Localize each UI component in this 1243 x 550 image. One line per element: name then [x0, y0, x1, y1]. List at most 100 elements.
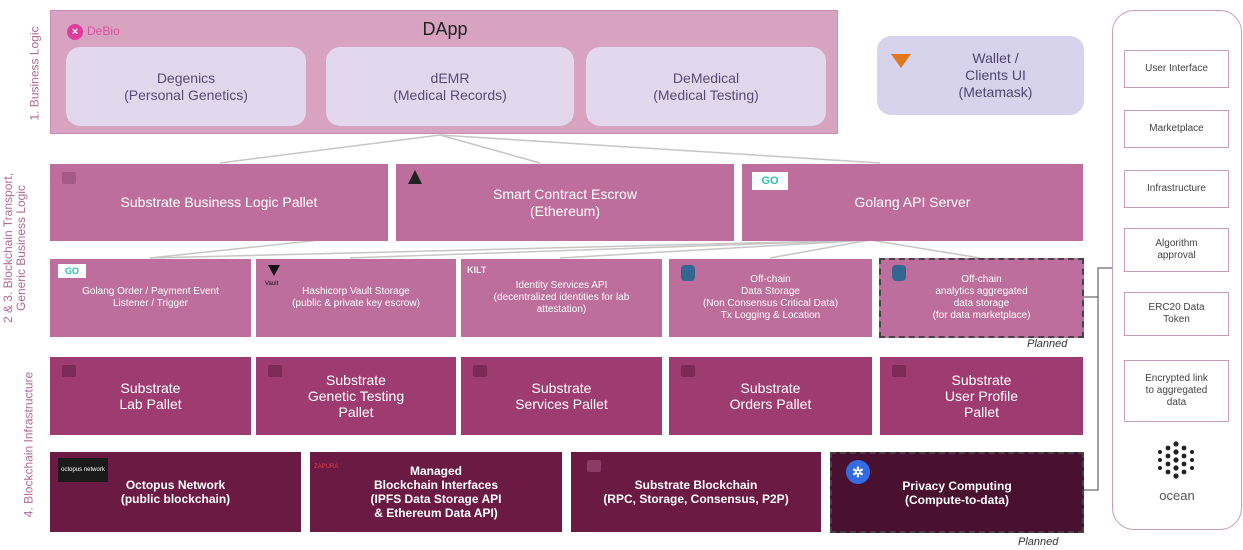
hashicorp-vault-storage: Vault Hashicorp Vault Storage (public & …	[256, 259, 456, 337]
box-line: Tx Logging & Location	[720, 310, 821, 321]
golang-event-listener: GO Golang Order / Payment Event Listener…	[50, 259, 251, 337]
box-line: Substrate	[326, 372, 386, 388]
wallet-line3: (Metamask)	[958, 84, 1033, 100]
dapp-panel: × DeBio DApp Degenics (Personal Genetics…	[50, 10, 838, 134]
smart-contract-escrow: Smart Contract Escrow (Ethereum)	[396, 164, 734, 241]
box-line: (decentralized identities for lab	[493, 292, 630, 303]
substrate-icon	[587, 460, 601, 472]
postgresql-icon	[892, 265, 906, 281]
ocean-logo-icon	[1158, 441, 1194, 479]
ocean-brand-text: ocean	[1159, 488, 1195, 503]
ocean-item-line: Marketplace	[1149, 123, 1204, 134]
ethereum-icon	[408, 170, 422, 184]
box-line: User Profile	[944, 388, 1019, 404]
box-line: Octopus Network	[125, 478, 226, 492]
ocean-item-marketplace: Marketplace	[1124, 110, 1229, 148]
ocean-item-line: Algorithm	[1155, 238, 1198, 249]
box-line: (Non Consensus Critical Data)	[702, 298, 839, 309]
box-line: Substrate Blockchain	[634, 478, 758, 492]
substrate-blockchain: Substrate Blockchain (RPC, Storage, Cons…	[571, 452, 821, 532]
ocean-item-line: Encrypted link	[1145, 373, 1208, 384]
ocean-item-line: ERC20 Data	[1148, 302, 1205, 313]
box-line: (IPFS Data Storage API	[370, 492, 502, 506]
substrate-genetic-testing-pallet: Substrate Genetic Testing Pallet	[256, 357, 456, 435]
ocean-item-line: Infrastructure	[1147, 183, 1206, 194]
box-line: Substrate	[120, 380, 181, 396]
metamask-icon	[891, 54, 911, 68]
substrate-services-pallet: Substrate Services Pallet	[461, 357, 662, 435]
substrate-orders-pallet: Substrate Orders Pallet	[669, 357, 872, 435]
box-line: (Compute-to-data)	[905, 492, 1009, 507]
substrate-icon	[892, 365, 906, 377]
box-line: (for data marketplace)	[932, 310, 1031, 321]
golang-api-server: GO Golang API Server	[742, 164, 1083, 241]
box-line: Golang API Server	[854, 194, 971, 210]
module-desc: (Personal Genetics)	[124, 86, 248, 103]
ocean-item-algorithm-approval: Algorithm approval	[1124, 228, 1229, 272]
debio-logo-text: DeBio	[87, 24, 120, 38]
managed-blockchain-interfaces: ZAPURA Managed Blockchain Interfaces (IP…	[310, 452, 562, 532]
layer-label-infrastructure: 4. Blockchain Infrastructure	[21, 371, 36, 518]
box-line: Golang Order / Payment Event	[82, 286, 219, 297]
identity-services-api: KILT Identity Services API (decentralize…	[461, 259, 662, 337]
layer-label-business: 1. Business Logic	[27, 26, 42, 121]
box-line: Services Pallet	[515, 396, 608, 412]
kubernetes-icon: ✲	[846, 460, 870, 484]
planned-label-privacy: Planned	[1018, 536, 1059, 548]
module-desc: (Medical Records)	[393, 86, 507, 103]
ocean-item-line: approval	[1157, 250, 1196, 261]
box-line: Smart Contract Escrow	[493, 185, 637, 202]
substrate-icon	[62, 365, 76, 377]
privacy-computing: ✲ Privacy Computing (Compute-to-data)	[830, 452, 1084, 533]
module-name: dEMR	[430, 69, 470, 86]
module-desc: (Medical Testing)	[653, 86, 759, 103]
offchain-data-storage: Off-chain Data Storage (Non Consensus Cr…	[669, 259, 872, 337]
wallet-line2: Clients UI	[965, 67, 1026, 83]
box-line: Pallet	[338, 404, 374, 420]
box-line: (public blockchain)	[120, 492, 231, 506]
ocean-item-user-interface: User Interface	[1124, 50, 1229, 88]
box-line: data storage	[953, 298, 1010, 309]
substrate-user-profile-pallet: Substrate User Profile Pallet	[880, 357, 1083, 435]
box-line: Listener / Trigger	[112, 298, 189, 309]
substrate-icon	[681, 365, 695, 377]
substrate-icon	[268, 365, 282, 377]
module-name: DeMedical	[672, 69, 740, 86]
vault-logo-text: Vault	[265, 281, 279, 287]
octopus-logo-text: octopus network	[61, 467, 105, 473]
box-line: Substrate	[740, 380, 801, 396]
module-name: Degenics	[156, 69, 216, 86]
box-line: Off-chain	[961, 274, 1002, 285]
box-line: Pallet	[963, 404, 1000, 420]
ocean-item-line: Token	[1163, 314, 1190, 325]
layer-label-transport: 2 & 3. Blockchain Transport, Generic Bus…	[1, 172, 28, 324]
wallet-box: Wallet / Clients UI (Metamask)	[877, 36, 1084, 115]
box-line: (Ethereum)	[529, 202, 601, 219]
box-line: Substrate Business Logic Pallet	[120, 194, 318, 210]
dapp-title: DApp	[422, 19, 468, 39]
demr-module: dEMR (Medical Records)	[326, 47, 574, 126]
box-line: & Ethereum Data API)	[374, 506, 498, 520]
box-line: Managed	[409, 464, 462, 478]
wallet-line1: Wallet /	[972, 50, 1019, 66]
ocean-item-line: data	[1166, 397, 1187, 408]
golang-icon: GO	[58, 264, 86, 278]
box-line: Substrate	[951, 372, 1012, 388]
vault-icon	[268, 265, 280, 276]
box-line: Identity Services API	[515, 280, 608, 291]
box-line: Data Storage	[741, 286, 800, 297]
box-line: Substrate	[531, 380, 592, 396]
box-line: analytics aggregated	[935, 286, 1028, 297]
box-line: Privacy Computing	[902, 478, 1012, 493]
octopus-network: octopus network Octopus Network (public …	[50, 452, 301, 532]
box-line: Lab Pallet	[119, 396, 182, 412]
ocean-item-erc20-data-token: ERC20 Data Token	[1124, 292, 1229, 336]
debio-logo-icon: ×	[67, 24, 83, 40]
zapura-logo-icon: ZAPURA	[314, 464, 339, 470]
ocean-item-line: User Interface	[1145, 63, 1208, 74]
box-line: Genetic Testing	[307, 388, 405, 404]
box-line: Blockchain Interfaces	[373, 478, 499, 492]
ocean-protocol-panel	[1112, 10, 1242, 530]
degenics-module: Degenics (Personal Genetics)	[66, 47, 306, 126]
